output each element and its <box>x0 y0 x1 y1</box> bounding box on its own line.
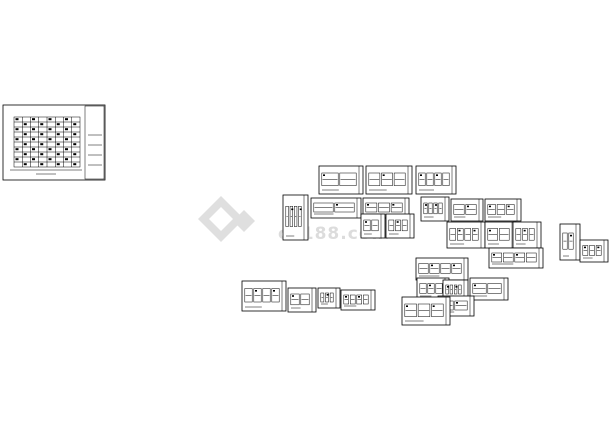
drawing-sheet <box>415 257 469 281</box>
drawing-sheet <box>340 289 376 311</box>
drawing-sheet <box>241 280 287 312</box>
drawing-sheet <box>488 247 544 269</box>
diamond-logo-icon <box>198 196 255 242</box>
drawing-sheet <box>442 279 469 301</box>
drawing-sheet <box>317 287 341 309</box>
drawing-sheet <box>287 287 317 313</box>
drawing-sheet <box>579 239 609 263</box>
drawing-sheet <box>512 221 542 249</box>
drawing-sheet <box>416 277 450 301</box>
drawing-sheet <box>446 221 486 249</box>
drawing-sheet <box>450 198 484 222</box>
drawing-sheet <box>559 223 581 261</box>
drawing-sheet <box>420 196 450 222</box>
drawing-sheet <box>310 197 362 219</box>
elevation-sheet <box>2 104 106 181</box>
drawing-sheet <box>360 213 386 239</box>
drawing-sheet <box>469 277 509 301</box>
drawing-sheet <box>318 165 364 195</box>
drawing-sheet <box>415 165 457 195</box>
drawing-sheet <box>282 194 309 241</box>
drawing-sheet <box>385 213 415 239</box>
drawing-sheet <box>484 221 517 249</box>
drawing-sheet <box>365 165 413 195</box>
drawing-sheet <box>401 296 451 326</box>
drawing-sheet <box>484 198 522 222</box>
